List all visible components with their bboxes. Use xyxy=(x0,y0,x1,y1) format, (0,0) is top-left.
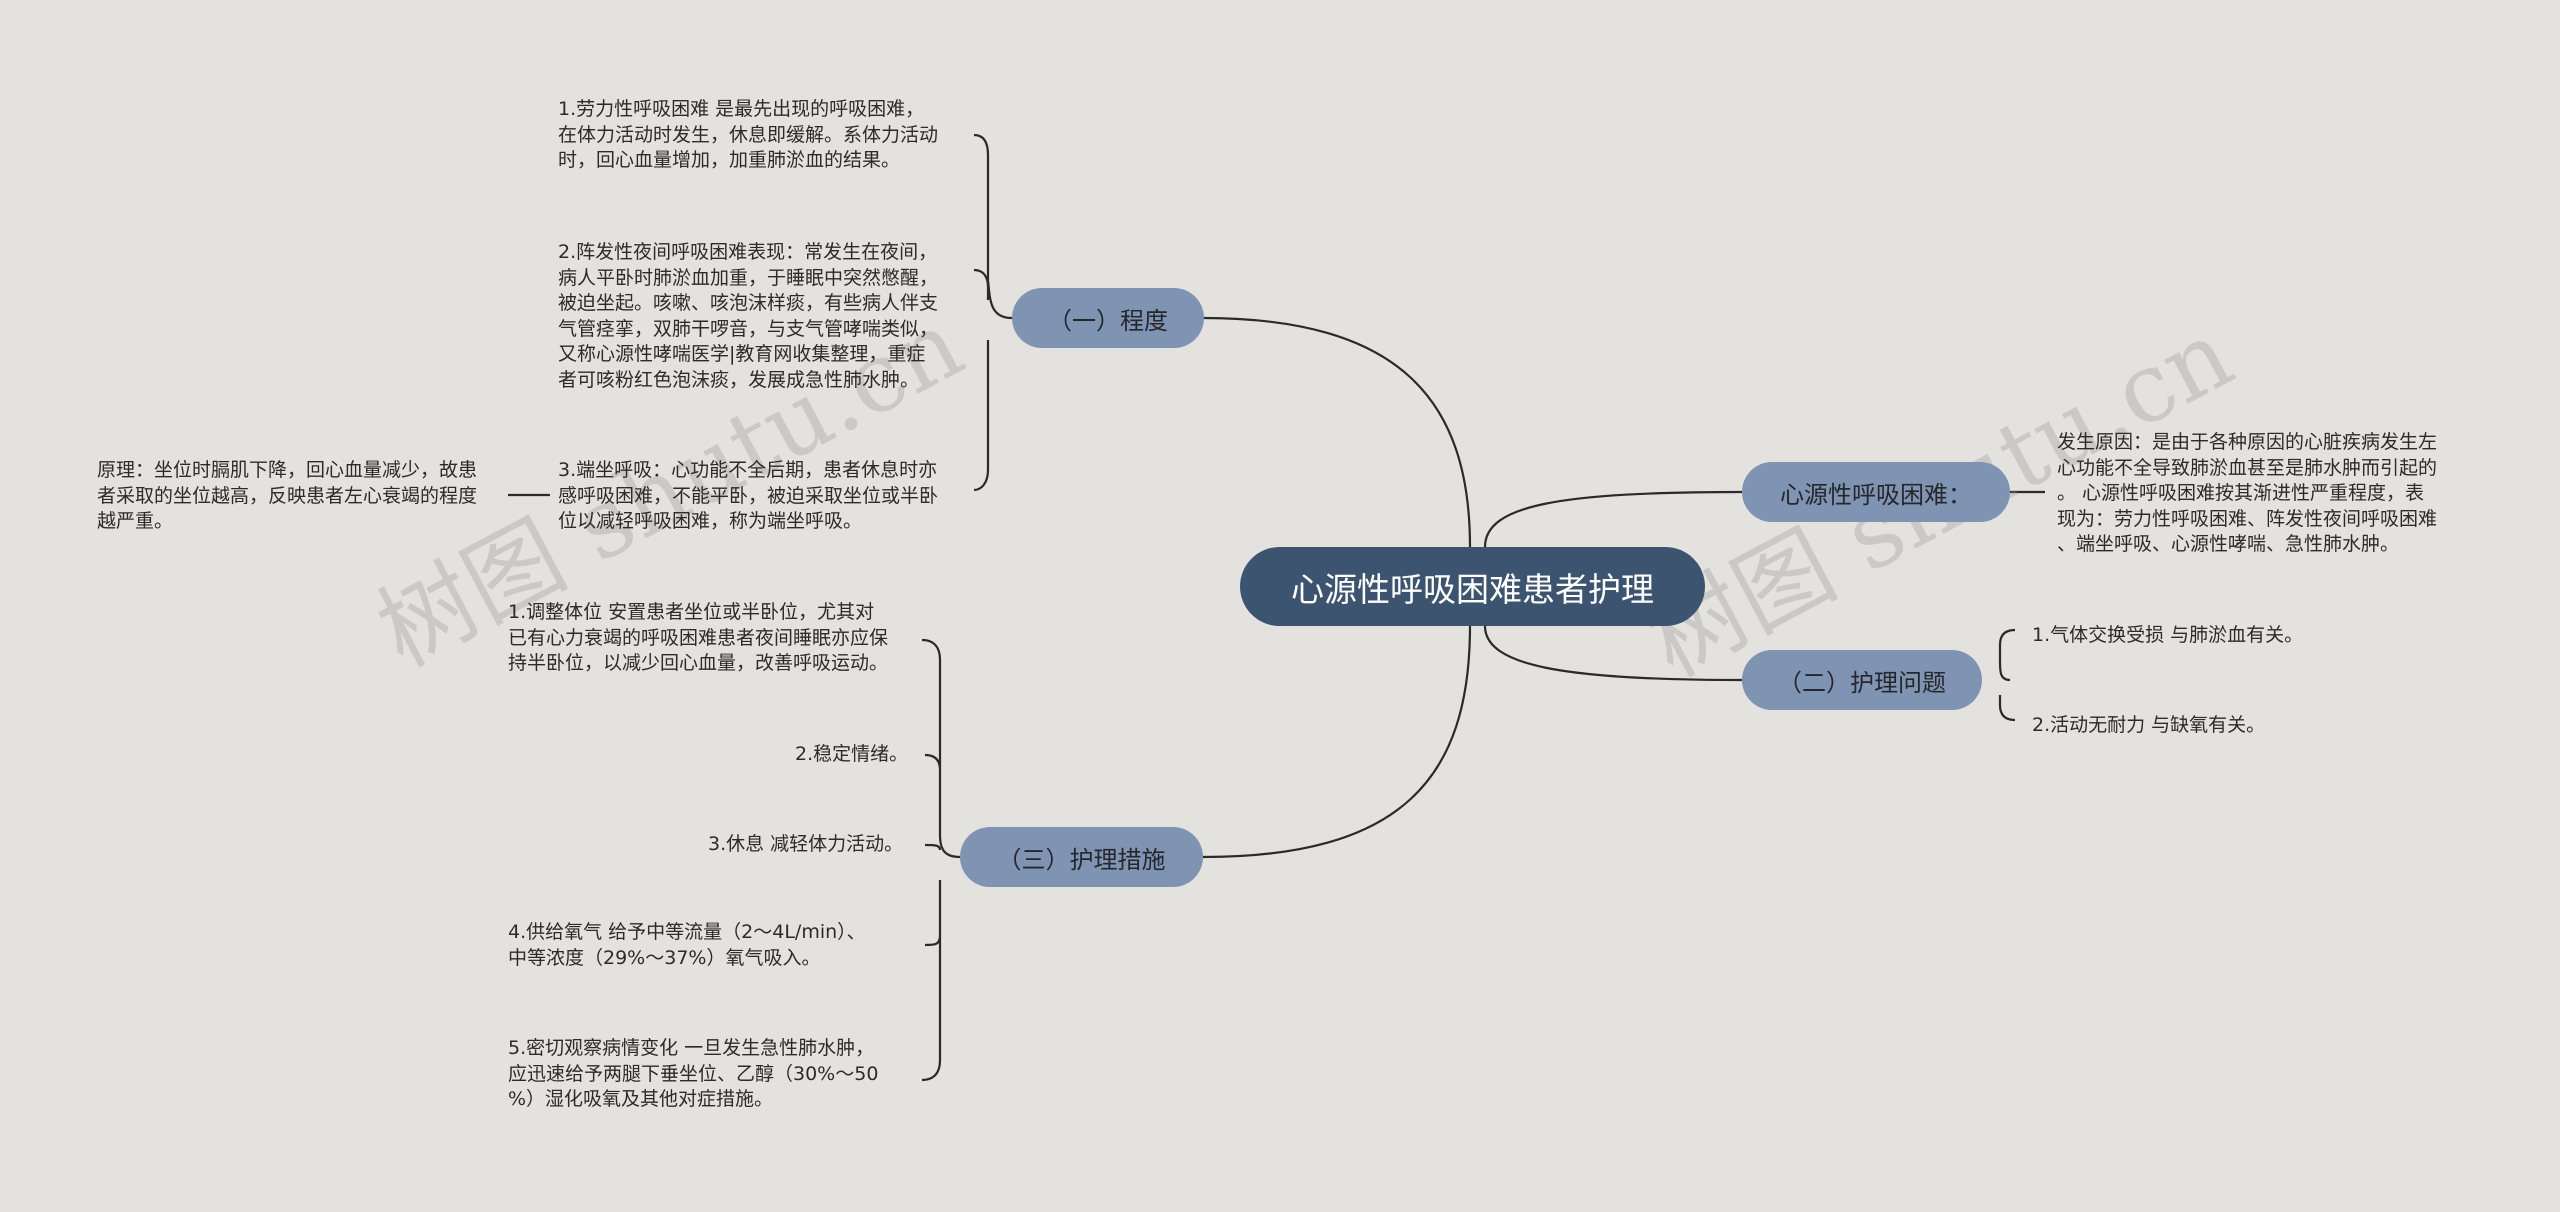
branch-cause[interactable]: 心源性呼吸困难： xyxy=(1742,462,2010,522)
link-center-cause xyxy=(1483,490,1743,548)
problem-item-2[interactable]: 2.活动无耐力 与缺氧有关。 xyxy=(2032,714,2266,736)
measure-item-3[interactable]: 3.休息 减轻体力活动。 xyxy=(708,833,904,855)
measure-item-1[interactable]: 1.调整体位 安置患者坐位或半卧位，尤其对已有心力衰竭的呼吸困难患者夜间睡眠亦应… xyxy=(508,601,889,674)
measure-item-4[interactable]: 4.供给氧气 给予中等流量（2～4L/min）、中等浓度（29%～37%）氧气吸… xyxy=(508,921,866,969)
branch-problems[interactable]: （二）护理问题 xyxy=(1742,650,1982,710)
bracket-problems xyxy=(1998,628,2016,722)
cause-text[interactable]: 发生原因：是由于各种原因的心脏疾病发生左心功能不全导致肺淤血甚至是肺水肿而引起的… xyxy=(2057,431,2438,555)
branch-degree[interactable]: （一）程度 xyxy=(1012,288,1204,348)
degree-item-1[interactable]: 1.劳力性呼吸困难 是最先出现的呼吸困难，在体力活动时发生，休息即缓解。系体力活… xyxy=(558,98,939,171)
degree-note[interactable]: 原理：坐位时膈肌下降，回心血量减少，故患者采取的坐位越高，反映患者左心衰竭的程度… xyxy=(97,459,478,532)
link-center-measures xyxy=(1202,625,1472,859)
measure-item-5[interactable]: 5.密切观察病情变化 一旦发生急性肺水肿，应迅速给予两腿下垂坐位、乙醇（30%～… xyxy=(508,1037,879,1110)
central-topic[interactable]: 心源性呼吸困难患者护理 xyxy=(1240,547,1705,626)
problem-item-1[interactable]: 1.气体交换受损 与肺淤血有关。 xyxy=(2032,624,2304,646)
bracket-degree xyxy=(973,133,1013,492)
measure-item-2[interactable]: 2.稳定情绪。 xyxy=(795,743,909,765)
degree-item-3[interactable]: 3.端坐呼吸：心功能不全后期，患者休息时亦感呼吸困难，不能平卧，被迫采取坐位或半… xyxy=(558,459,939,532)
bracket-measures xyxy=(921,638,961,1082)
link-center-degree xyxy=(1202,316,1472,548)
degree-item-2[interactable]: 2.阵发性夜间呼吸困难表现：常发生在夜间，病人平卧时肺淤血加重，于睡眠中突然憋醒… xyxy=(558,241,939,391)
branch-measures[interactable]: （三）护理措施 xyxy=(960,827,1203,887)
link-center-problems xyxy=(1483,625,1743,682)
